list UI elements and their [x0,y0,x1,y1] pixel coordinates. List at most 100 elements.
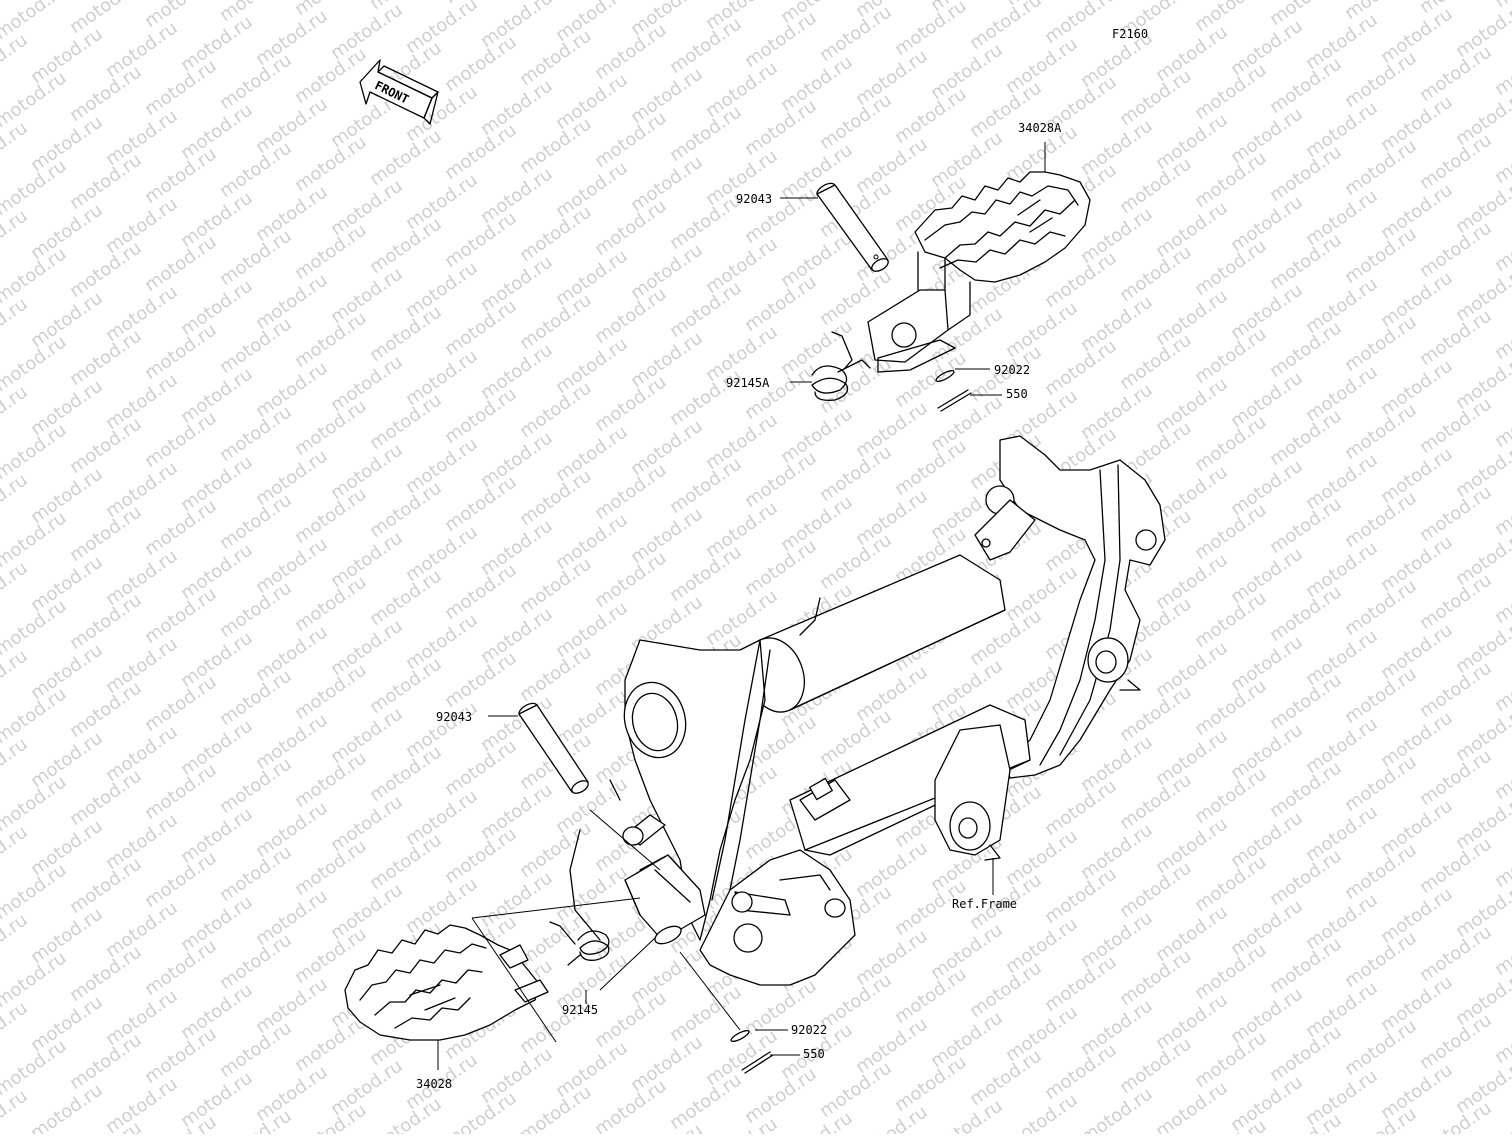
watermark-text: motod.ru [852,398,932,463]
watermark-text: motod.ru [1302,362,1382,427]
watermark-text: motod.ru [1152,198,1232,263]
watermark-text: motod.ru [177,12,257,77]
watermark-text: motod.ru [1377,4,1457,69]
label-washer-upper: 92022 [994,363,1030,377]
watermark-text: motod.ru [402,434,482,499]
watermark-text: motod.ru [927,1008,1007,1073]
watermark-text: motod.ru [1227,632,1307,697]
watermark-text: motod.ru [552,70,632,135]
watermark-text: motod.ru [477,252,557,317]
watermark-text: motod.ru [1002,34,1082,99]
label-cotter-lower: 550 [803,1047,825,1061]
watermark-text: motod.ru [327,528,407,593]
watermark-text: motod.ru [102,194,182,259]
watermark-text: motod.ru [966,0,1046,54]
watermark-text: motod.ru [927,920,1007,985]
watermark-text: motod.ru [27,288,107,353]
watermark-text: motod.ru [27,24,107,89]
footrest-left [345,925,548,1040]
watermark-text: motod.ru [1491,828,1512,893]
watermark-text: motod.ru [1152,902,1232,967]
watermark-text: motod.ru [177,892,257,957]
watermark-text: motod.ru [252,94,332,159]
watermark-text: motod.ru [177,804,257,869]
watermark-text: motod.ru [102,106,182,171]
watermark-text: motod.ru [1152,990,1232,1055]
watermark-text: motod.ru [702,498,782,563]
watermark-text: motod.ru [102,634,182,699]
watermark-text: motod.ru [252,974,332,1039]
watermark-text: motod.ru [27,376,107,441]
watermark-text: motod.ru [1077,380,1157,445]
watermark-text: motod.ru [102,986,182,1051]
watermark-text: motod.ru [1227,544,1307,609]
watermark-text: motod.ru [627,64,707,129]
watermark-text: motod.ru [1002,298,1082,363]
watermark-text: motod.ru [402,258,482,323]
watermark-text: motod.ru [402,610,482,675]
watermark-text: motod.ru [777,492,857,557]
cotter-pin-upper [938,390,971,411]
watermark-text: motod.ru [852,1014,932,1079]
watermark-text: motod.ru [1377,1060,1457,1125]
watermark-text: motod.ru [1491,564,1512,629]
watermark-text: motod.ru [1491,916,1512,981]
watermark-text: motod.ru [852,1102,932,1134]
watermark-text: motod.ru [1302,274,1382,339]
watermark-text: motod.ru [477,164,557,229]
watermark-text: motod.ru [927,128,1007,193]
watermark-text: motod.ru [627,1120,707,1134]
label-spring-lower: 92145 [562,1003,598,1017]
watermark-text: motod.ru [1077,116,1157,181]
watermark-text: motod.ru [1002,1090,1082,1134]
watermark-text: motod.ru [327,792,407,857]
watermark-text: motod.ru [852,134,932,199]
watermark-text: motod.ru [1152,814,1232,879]
watermark-text: motod.ru [177,452,257,517]
watermark-text: motod.ru [1152,726,1232,791]
watermark-text: motod.ru [477,428,557,493]
watermark-text: motod.ru [1302,450,1382,515]
watermark-text: motod.ru [0,822,32,887]
watermark-text: motod.ru [1152,462,1232,527]
watermark-text: motod.ru [177,276,257,341]
label-washer-lower: 92022 [791,1023,827,1037]
watermark-text: motod.ru [1377,444,1457,509]
watermark-text: motod.ru [1377,356,1457,421]
watermark-text: motod.ru [1491,36,1512,101]
watermark-text: motod.ru [102,370,182,435]
watermark-text: motod.ru [552,862,632,927]
watermark-text: motod.ru [1227,104,1307,169]
watermark-text: motod.ru [177,980,257,1045]
watermark-text: motod.ru [552,774,632,839]
watermark-text: motod.ru [1227,1072,1307,1134]
watermark-text: motod.ru [252,798,332,863]
watermark-text: motod.ru [102,722,182,787]
watermark-text: motod.ru [327,264,407,329]
watermark-text: motod.ru [177,716,257,781]
watermark-text: motod.ru [627,328,707,393]
watermark-text: motod.ru [0,206,32,271]
watermark-text: motod.ru [1302,98,1382,163]
watermark-text: motod.ru [1377,92,1457,157]
watermark-text: motod.ru [627,152,707,217]
watermark-text: motod.ru [1077,292,1157,357]
watermark-text: motod.ru [402,522,482,587]
watermark-text: motod.ru [27,112,107,177]
watermark-text: motod.ru [102,546,182,611]
watermark-text: motod.ru [1077,732,1157,797]
watermark-text: motod.ru [177,1068,257,1133]
footrest-right [868,172,1090,372]
watermark-text: motod.ru [1227,984,1307,1049]
watermark-text: motod.ru [1077,204,1157,269]
watermark-text: motod.ru [1152,638,1232,703]
watermark-text: motod.ru [0,294,32,359]
watermark-text: motod.ru [402,170,482,235]
watermark-text: motod.ru [777,228,857,293]
watermark-text: motod.ru [1227,368,1307,433]
watermark-text: motod.ru [477,340,557,405]
watermark-text: motod.ru [477,516,557,581]
watermark-text: motod.ru [552,422,632,487]
watermark-text: motod.ru [1002,914,1082,979]
watermark-text: motod.ru [252,886,332,951]
